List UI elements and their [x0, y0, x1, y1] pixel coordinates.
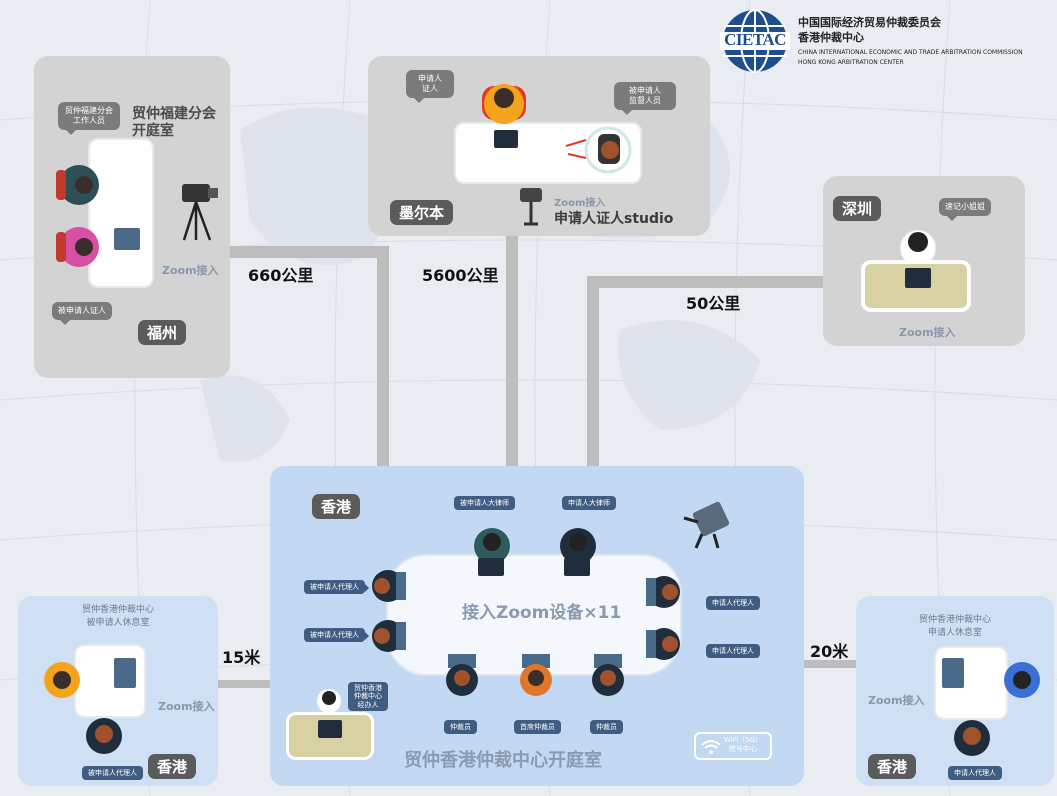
respondent-lawyer-pill: 被申请人大律师: [454, 496, 515, 510]
connector-melbourne-v: [506, 226, 518, 466]
claimant-lawyer-laptop-icon: [564, 558, 590, 576]
wifi-badge: WiFi（5G） 信号中心: [694, 732, 772, 760]
right-agent-person-icon-2: [646, 628, 680, 660]
left-agent-pill-1: 被申请人代理人: [304, 580, 369, 594]
fuzhou-video-camera-icon: [182, 184, 218, 241]
arbitrator-person-icon-1: [446, 654, 478, 696]
fuzhou-room-title: 贸仲福建分会 开庭室: [132, 106, 216, 139]
respondent-waiting-room-title: 贸仲香港仲裁中心 被申请人休息室: [81, 605, 154, 628]
claimant-waiting-laptop-icon: [942, 658, 964, 688]
connector-fuzhou-v: [377, 246, 389, 466]
respondent-waiting-laptop-icon: [114, 658, 136, 688]
melbourne-panel: 申请人 证人 被申请人 监督人员 墨尔本 Zoom接入 申请人证人studio: [368, 56, 710, 236]
claimant-waiting-pill: 申请人代理人: [948, 766, 1002, 780]
respondent-waiting-room-panel: 贸仲香港仲裁中心 被申请人休息室 Zoom接入 被申请人代理人 香港: [18, 596, 218, 786]
arbitrator-person-icon-2: [592, 654, 624, 696]
connector-right-room: [802, 660, 862, 668]
fuzhou-desk: [88, 138, 154, 288]
left-agent-pill-2: 被申请人代理人: [304, 628, 369, 642]
claimant-lawyer-pill: 申请人大律师: [562, 496, 616, 510]
secretary-laptop-icon: [318, 720, 342, 738]
shenzhen-city-tag: 深圳: [833, 196, 882, 221]
melbourne-respondent-bubble: 被申请人 监督人员: [614, 82, 676, 115]
distance-left-room: 15米: [222, 648, 261, 667]
left-agent-person-icon-1: [372, 570, 406, 602]
claimant-waiting-person-icon-2: [954, 720, 990, 756]
logo-org-cn: 中国国际经济贸易仲裁委员会: [798, 16, 941, 29]
wifi-label: WiFi（5G） 信号中心: [724, 736, 763, 754]
shenzhen-panel: 深圳 速记小姐姐 Zoom接入: [823, 176, 1025, 346]
distance-right-room: 20米: [810, 642, 849, 661]
hongkong-hearing-room-panel: 香港 被申请人大律师 申请人大律师 被申请人代理人 被申请人代理人 申请人代理人…: [270, 466, 804, 786]
left-agent-person-icon-2: [372, 620, 406, 652]
claimant-waiting-zoom-label: Zoom接入: [868, 694, 925, 707]
wifi-icon: [701, 740, 721, 754]
claimant-lawyer-person-icon: [560, 528, 596, 564]
right-agent-pill-2: 申请人代理人: [706, 644, 760, 658]
hongkong-city-tag: 香港: [312, 494, 361, 519]
respondent-lawyer-person-icon: [474, 528, 510, 564]
respondent-lawyer-laptop-icon: [478, 558, 504, 576]
logo-wordmark: CIETAC: [724, 30, 786, 49]
respondent-waiting-zoom-label: Zoom接入: [158, 700, 215, 713]
melbourne-webcam-icon: [520, 188, 542, 226]
logo-center-en: Hong Kong Arbitration Center: [798, 59, 904, 66]
claimant-waiting-room-panel: 贸仲香港仲裁中心 申请人休息室 Zoom接入 香港 申请人代理人: [856, 596, 1054, 786]
presiding-arbitrator-person-icon: [520, 654, 552, 696]
connector-fuzhou-h: [230, 246, 388, 258]
secretary-pill: 贸仲香港 仲裁中心 经办人: [348, 682, 388, 712]
shenzhen-laptop-icon: [905, 268, 931, 288]
logo-center-cn: 香港仲裁中心: [798, 31, 864, 44]
respondent-waiting-person-icon-2: [86, 718, 122, 754]
distance-fuzhou: 660公里: [248, 266, 314, 285]
fuzhou-staff-person-icon: [56, 165, 99, 205]
fuzhou-witness-person-icon: [56, 227, 99, 267]
melbourne-laptop-icon: [494, 130, 518, 148]
distance-shenzhen: 50公里: [686, 294, 741, 313]
fuzhou-staff-bubble: 贸仲福建分会 工作人员: [58, 102, 120, 135]
respondent-waiting-person-icon-1: [44, 662, 80, 698]
connector-left-room: [218, 680, 274, 688]
fuzhou-zoom-label: Zoom接入: [162, 264, 219, 277]
hongkong-hearing-table: [386, 554, 682, 676]
hongkong-camera-icon: [683, 501, 730, 549]
claimant-waiting-room-title: 贸仲香港仲裁中心 申请人休息室: [918, 615, 991, 638]
secretary-person-icon: [317, 689, 341, 713]
right-agent-pill-1: 申请人代理人: [706, 596, 760, 610]
zoom-devices-label: 接入Zoom设备×11: [462, 603, 622, 623]
arbitrator-pill-2: 仲裁员: [590, 720, 623, 734]
arbitrator-pill-1: 仲裁员: [444, 720, 477, 734]
fuzhou-witness-bubble: 被申请人证人: [52, 302, 112, 325]
shenzhen-stenographer-person-icon: [899, 229, 937, 266]
fuzhou-laptop-icon: [114, 228, 140, 250]
globe-icon: [720, 9, 790, 73]
right-agent-person-icon-1: [646, 576, 680, 608]
melbourne-respondent-person-icon: [565, 126, 632, 174]
fuzhou-city-tag: 福州: [138, 320, 187, 345]
melbourne-claimant-person-icon: [482, 84, 526, 124]
connector-shenzhen-h: [587, 276, 825, 288]
cietac-logo: CIETAC 中国国际经济贸易仲裁委员会 香港仲裁中心 China Intern…: [720, 8, 1052, 78]
shenzhen-stenographer-bubble: 速记小姐姐: [939, 198, 991, 221]
melbourne-city-tag: 墨尔本: [390, 200, 454, 225]
hongkong-room-title: 贸仲香港仲裁中心开庭室: [404, 750, 602, 771]
melbourne-zoom-label: Zoom接入: [554, 198, 606, 209]
claimant-waiting-city-tag: 香港: [868, 754, 917, 779]
melbourne-claimant-bubble: 申请人 证人: [406, 70, 454, 103]
shenzhen-zoom-label: Zoom接入: [899, 326, 956, 339]
logo-org-en: China International Economic and Trade A…: [798, 49, 1023, 56]
distance-melbourne: 5600公里: [422, 266, 499, 285]
presiding-arbitrator-pill: 首席仲裁员: [514, 720, 561, 734]
claimant-waiting-person-icon-1: [1004, 662, 1040, 698]
melbourne-studio-label: 申请人证人studio: [554, 211, 674, 227]
respondent-waiting-pill: 被申请人代理人: [82, 766, 143, 780]
respondent-waiting-city-tag: 香港: [148, 754, 197, 779]
connector-shenzhen-v: [587, 276, 599, 466]
fuzhou-panel: 贸仲福建分会 工作人员 贸仲福建分会 开庭室 Zoom接入 被申请人证人 福州: [34, 56, 230, 378]
